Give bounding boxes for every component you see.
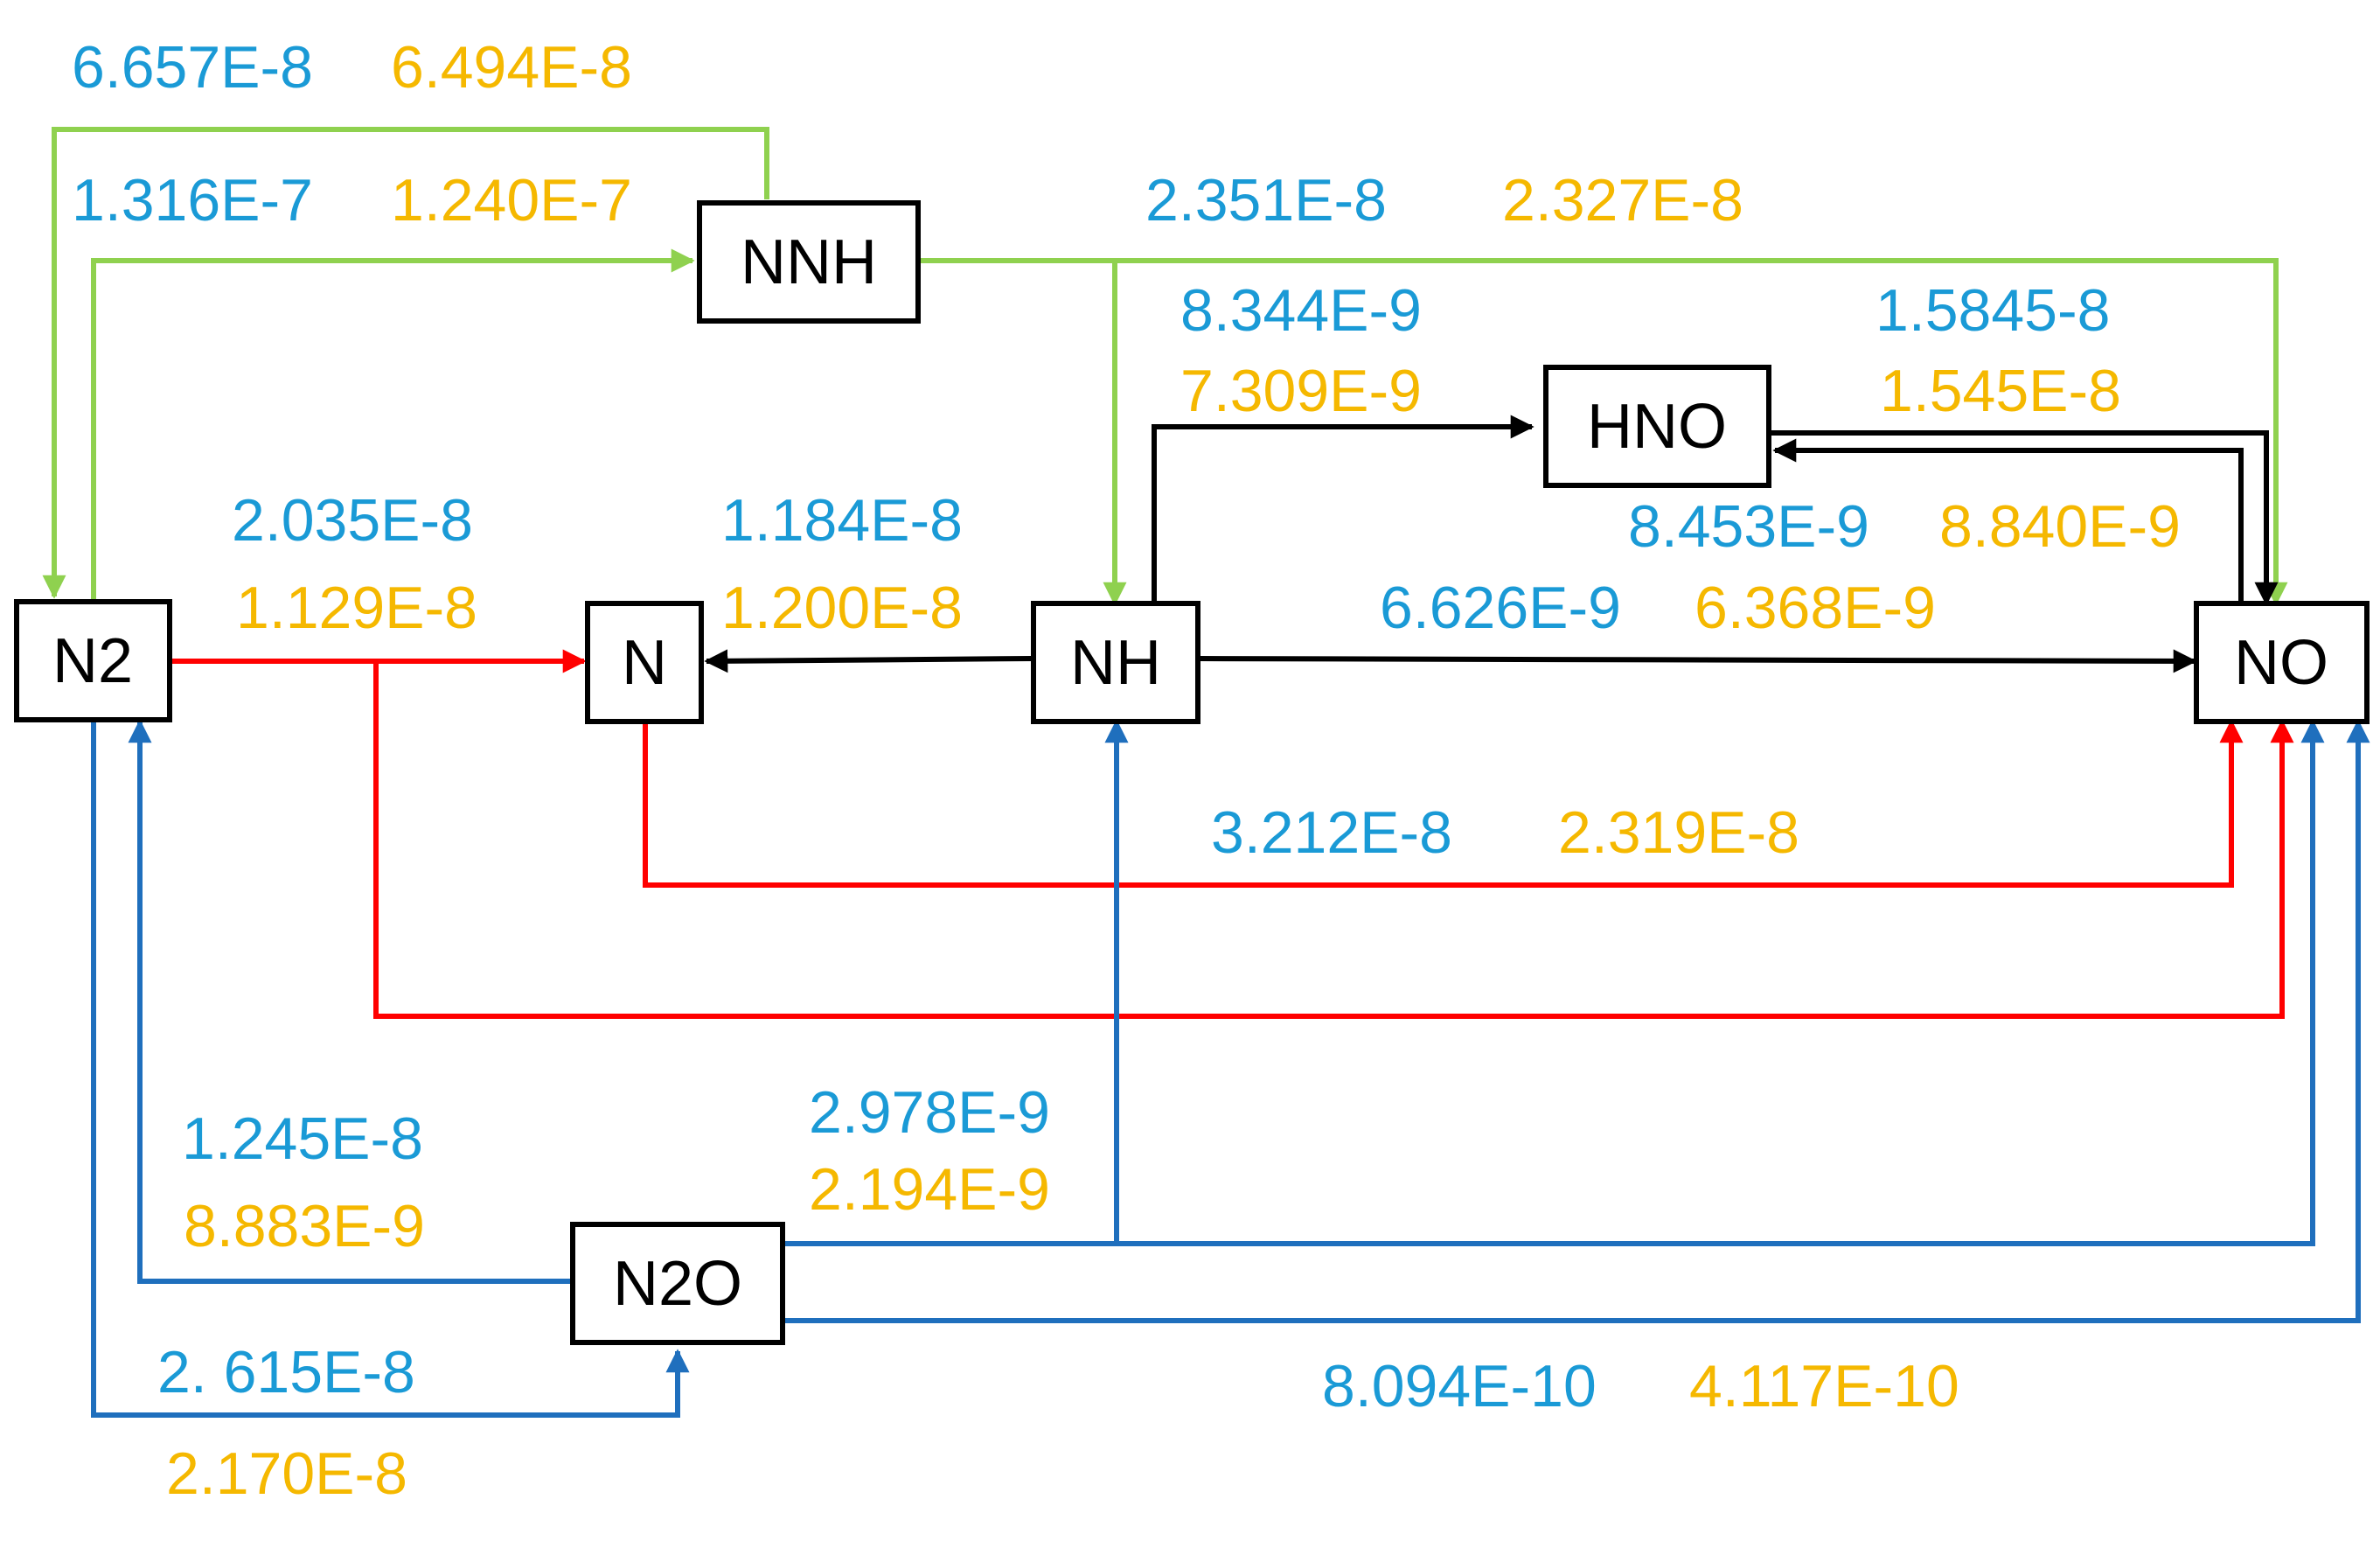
rate-nh-to-hno-b: 7.309E-9 [1180,358,1422,424]
rate-n-to-no-b: 2.319E-8 [1558,799,1799,866]
rate-n2o-to-nh-b: 2.194E-9 [809,1156,1050,1223]
rate-n-to-no-a: 3.212E-8 [1211,799,1452,866]
rate-n2o-to-nh-a: 2.978E-9 [809,1079,1050,1146]
node-nh: NH [1031,601,1200,724]
rate-n2-to-nnh-a: 1.316E-7 [72,167,313,234]
rate-no-to-hno-b: 8.840E-9 [1939,493,2181,560]
rate-hno-to-no-b: 1.545E-8 [1880,358,2121,424]
rate-nh-to-no-b: 6.368E-9 [1695,575,1936,641]
node-n2: N2 [14,599,172,722]
rate-nnh-to-no-a: 2.351E-8 [1145,167,1387,234]
edge-nh-to-no [1199,649,2197,673]
edge-nh-to-n [704,649,1033,673]
edge-n-to-no [643,719,2244,888]
node-nnh-label: NNH [741,227,877,297]
rate-nnh-to-n2-b: 6.494E-8 [391,34,632,101]
node-hno: HNO [1543,365,1771,488]
edge-n2-to-n2o [91,722,690,1418]
edge-hno-to-no [1771,430,2279,606]
node-nnh: NNH [697,200,921,324]
rate-n2o-to-no-b: 4.117E-10 [1689,1353,1959,1419]
node-n2o-label: N2O [613,1249,742,1319]
node-n: N [585,601,704,724]
rate-n2-to-n2o-b: 2.170E-8 [166,1440,407,1507]
rate-nnh-to-no-b: 2.327E-8 [1502,167,1743,234]
edge-n2o-to-n2 [128,719,573,1284]
rate-n2o-to-n2-b: 8.883E-9 [184,1193,425,1259]
rate-n2-to-n-b: 1.129E-8 [236,575,477,641]
rate-nh-to-n-b: 1.200E-8 [721,575,963,641]
rate-n2-to-n-a: 2.035E-8 [232,487,473,554]
rate-nh-to-n-a: 1.184E-8 [721,487,963,554]
edge-nnh-to-n2 [42,127,769,599]
edge-n2-to-nnh [91,248,695,602]
rate-n2-to-n2o-a: 2. 615E-8 [157,1339,415,1405]
node-n2o: N2O [570,1222,785,1345]
edge-n2o-to-no-upper [783,719,2325,1246]
node-n-label: N [622,628,667,698]
edge-n2o-to-no-lower [783,719,2370,1323]
edge-n2-branch-to-no [373,661,2294,1019]
rate-no-to-hno-a: 8.453E-9 [1628,493,1869,560]
node-hno-label: HNO [1587,392,1727,462]
node-nh-label: NH [1070,628,1161,698]
node-no: NO [2194,601,2370,724]
rate-n2o-to-n2-a: 1.245E-8 [182,1105,423,1172]
rate-hno-to-no-a: 1.5845-8 [1875,277,2110,344]
edge-no-to-hno [1772,438,2244,603]
rate-nnh-to-n2-a: 6.657E-8 [72,34,313,101]
rate-n2o-to-no-a: 8.094E-10 [1322,1353,1597,1419]
rate-n2-to-nnh-b: 1.240E-7 [391,167,632,234]
node-no-label: NO [2234,628,2328,698]
edge-nnh-to-no [918,258,2288,606]
rate-nh-to-hno-a: 8.344E-9 [1180,277,1422,344]
edge-nh-to-hno [1152,415,1534,603]
node-n2-label: N2 [52,626,133,696]
rate-nh-to-no-a: 6.626E-9 [1380,575,1621,641]
